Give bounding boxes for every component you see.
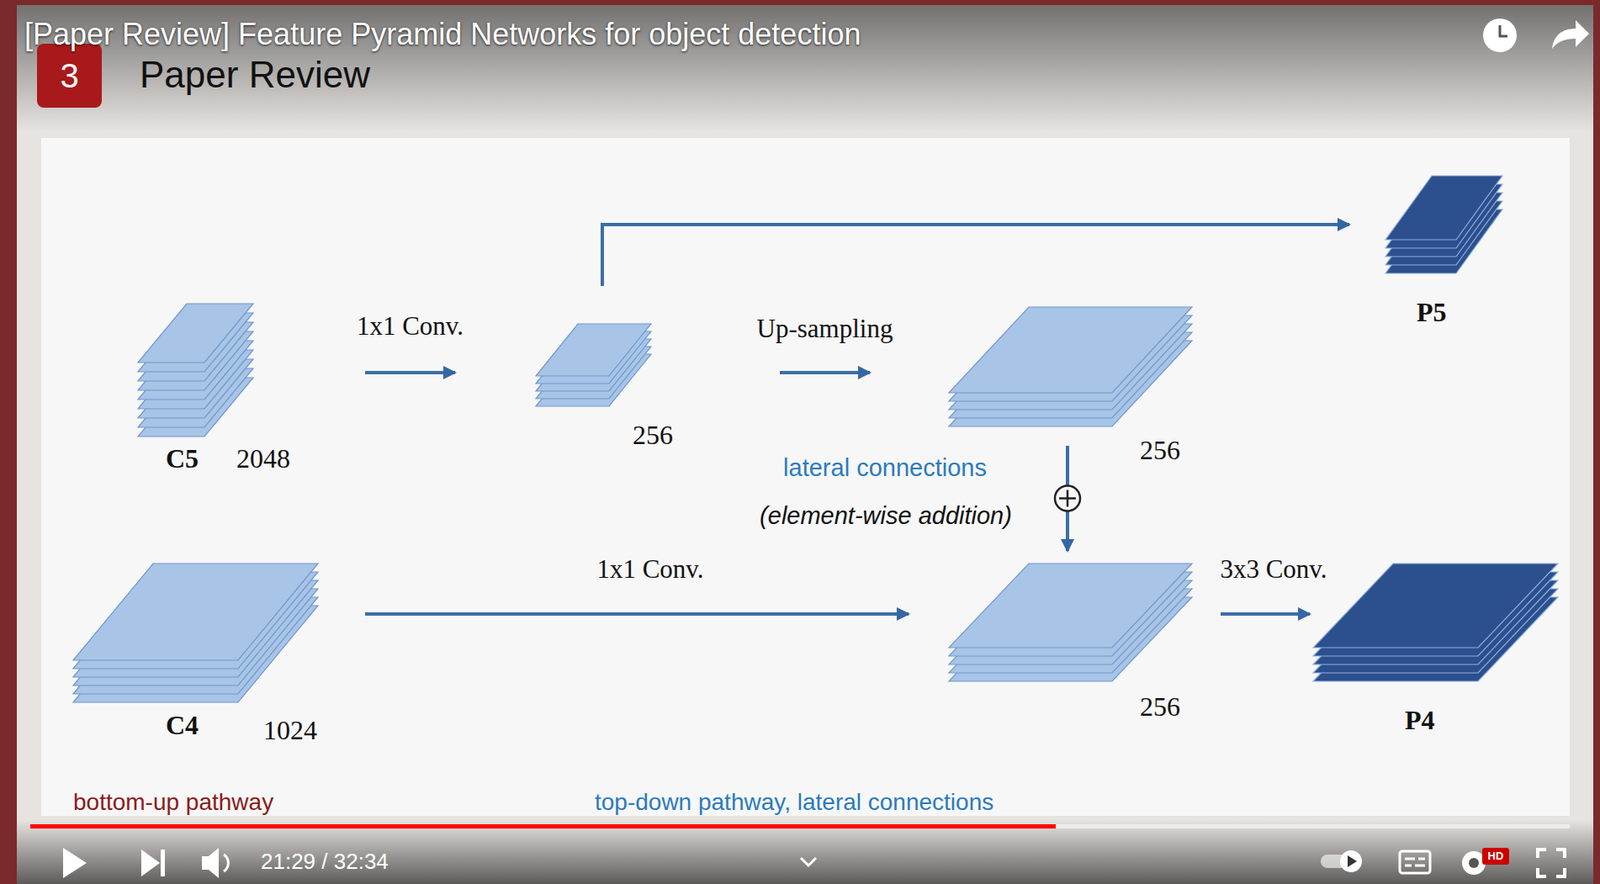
feature-map-stack: 256: [948, 307, 1193, 427]
volume-wave: [223, 854, 228, 872]
next-icon: [141, 849, 160, 877]
connector-arrow: [365, 370, 456, 375]
hd-badge: [1482, 847, 1510, 865]
feature-map-stack: P4: [1313, 563, 1558, 682]
settings-icon: [1462, 851, 1486, 875]
feature-layer: [137, 303, 254, 363]
feature-map-stack: 256: [948, 563, 1193, 682]
stack-label: 2048: [236, 443, 291, 475]
bottom-shade: [16, 820, 1594, 884]
connector-arrow: [1220, 612, 1310, 616]
play-icon: [63, 847, 87, 879]
autoplay-play: [1347, 855, 1357, 868]
video-screen: [16, 5, 1594, 884]
feature-layer: [73, 563, 318, 661]
pathway-caption: top-down pathway, lateral connections: [594, 789, 994, 816]
stack-label: 1024: [263, 715, 318, 747]
connector-arrow: [365, 612, 909, 616]
stack-label: 256: [1139, 691, 1181, 723]
sum-plus: [1059, 490, 1076, 508]
layer-stack: [137, 303, 254, 437]
feature-layer: [948, 307, 1193, 393]
layer-stack: [535, 323, 652, 407]
connector-arrow: [602, 224, 1350, 287]
layer-stack: [1313, 563, 1558, 682]
next-icon-bar: [160, 849, 165, 877]
hd-text: HD: [1488, 850, 1505, 864]
layer-stack: [948, 563, 1193, 682]
feature-layer: [948, 563, 1193, 648]
operation-label: 1x1 Conv.: [356, 311, 464, 342]
feature-layer: [535, 323, 652, 377]
top-shade: [16, 5, 1594, 132]
feature-map-stack: P5: [1385, 175, 1503, 274]
progress-track: [30, 824, 1570, 829]
operation-label: 1x1 Conv.: [596, 554, 704, 585]
settings-hole: [1468, 858, 1479, 869]
operation-label: 3x3 Conv.: [1219, 554, 1327, 585]
feature-layer: [1313, 563, 1558, 648]
chevron-icon: [800, 858, 816, 866]
layer-stack: [1385, 175, 1503, 274]
feature-map-stack: C41024: [73, 563, 318, 703]
video-title: [Paper Review] Feature Pyramid Networks …: [24, 16, 861, 52]
volume-icon: [201, 847, 219, 879]
share-icon: [1552, 20, 1590, 49]
feature-map-stack: C52048: [137, 303, 254, 437]
slide-panel: [41, 137, 1570, 816]
layer-stack: [948, 307, 1193, 427]
stack-label: 256: [632, 419, 673, 451]
connector-arrow: [779, 370, 870, 375]
operation-label: Up-sampling: [757, 313, 894, 345]
stack-label: P5: [1416, 296, 1447, 329]
clock-hands: [1499, 25, 1508, 37]
progress-played: [30, 824, 1056, 829]
time-display: 21:29 / 32:34: [260, 849, 389, 875]
sum-circle: [1054, 486, 1081, 512]
fullscreen-icon: [1537, 849, 1565, 877]
sum-symbol: [1054, 486, 1081, 512]
stack-label: C5: [165, 443, 199, 475]
section-badge: [37, 43, 102, 108]
slide-heading: Paper Review: [139, 53, 371, 97]
watch-later-icon: [1483, 18, 1517, 53]
annotation-text: lateral connections: [783, 454, 987, 483]
feature-map-stack: 256: [535, 323, 652, 407]
layer-stack: [73, 563, 318, 703]
stack-label: C4: [165, 709, 199, 742]
captions-lines: [1404, 858, 1426, 866]
section-number: 3: [59, 56, 79, 96]
annotation-text: (element-wise addition): [759, 502, 1012, 530]
feature-layer: [1385, 175, 1503, 240]
captions-icon: [1399, 851, 1431, 874]
stack-label: 256: [1139, 434, 1181, 467]
autoplay-knob: [1340, 850, 1362, 873]
pathway-caption: bottom-up pathway: [73, 789, 274, 816]
stack-label: P4: [1404, 704, 1436, 737]
